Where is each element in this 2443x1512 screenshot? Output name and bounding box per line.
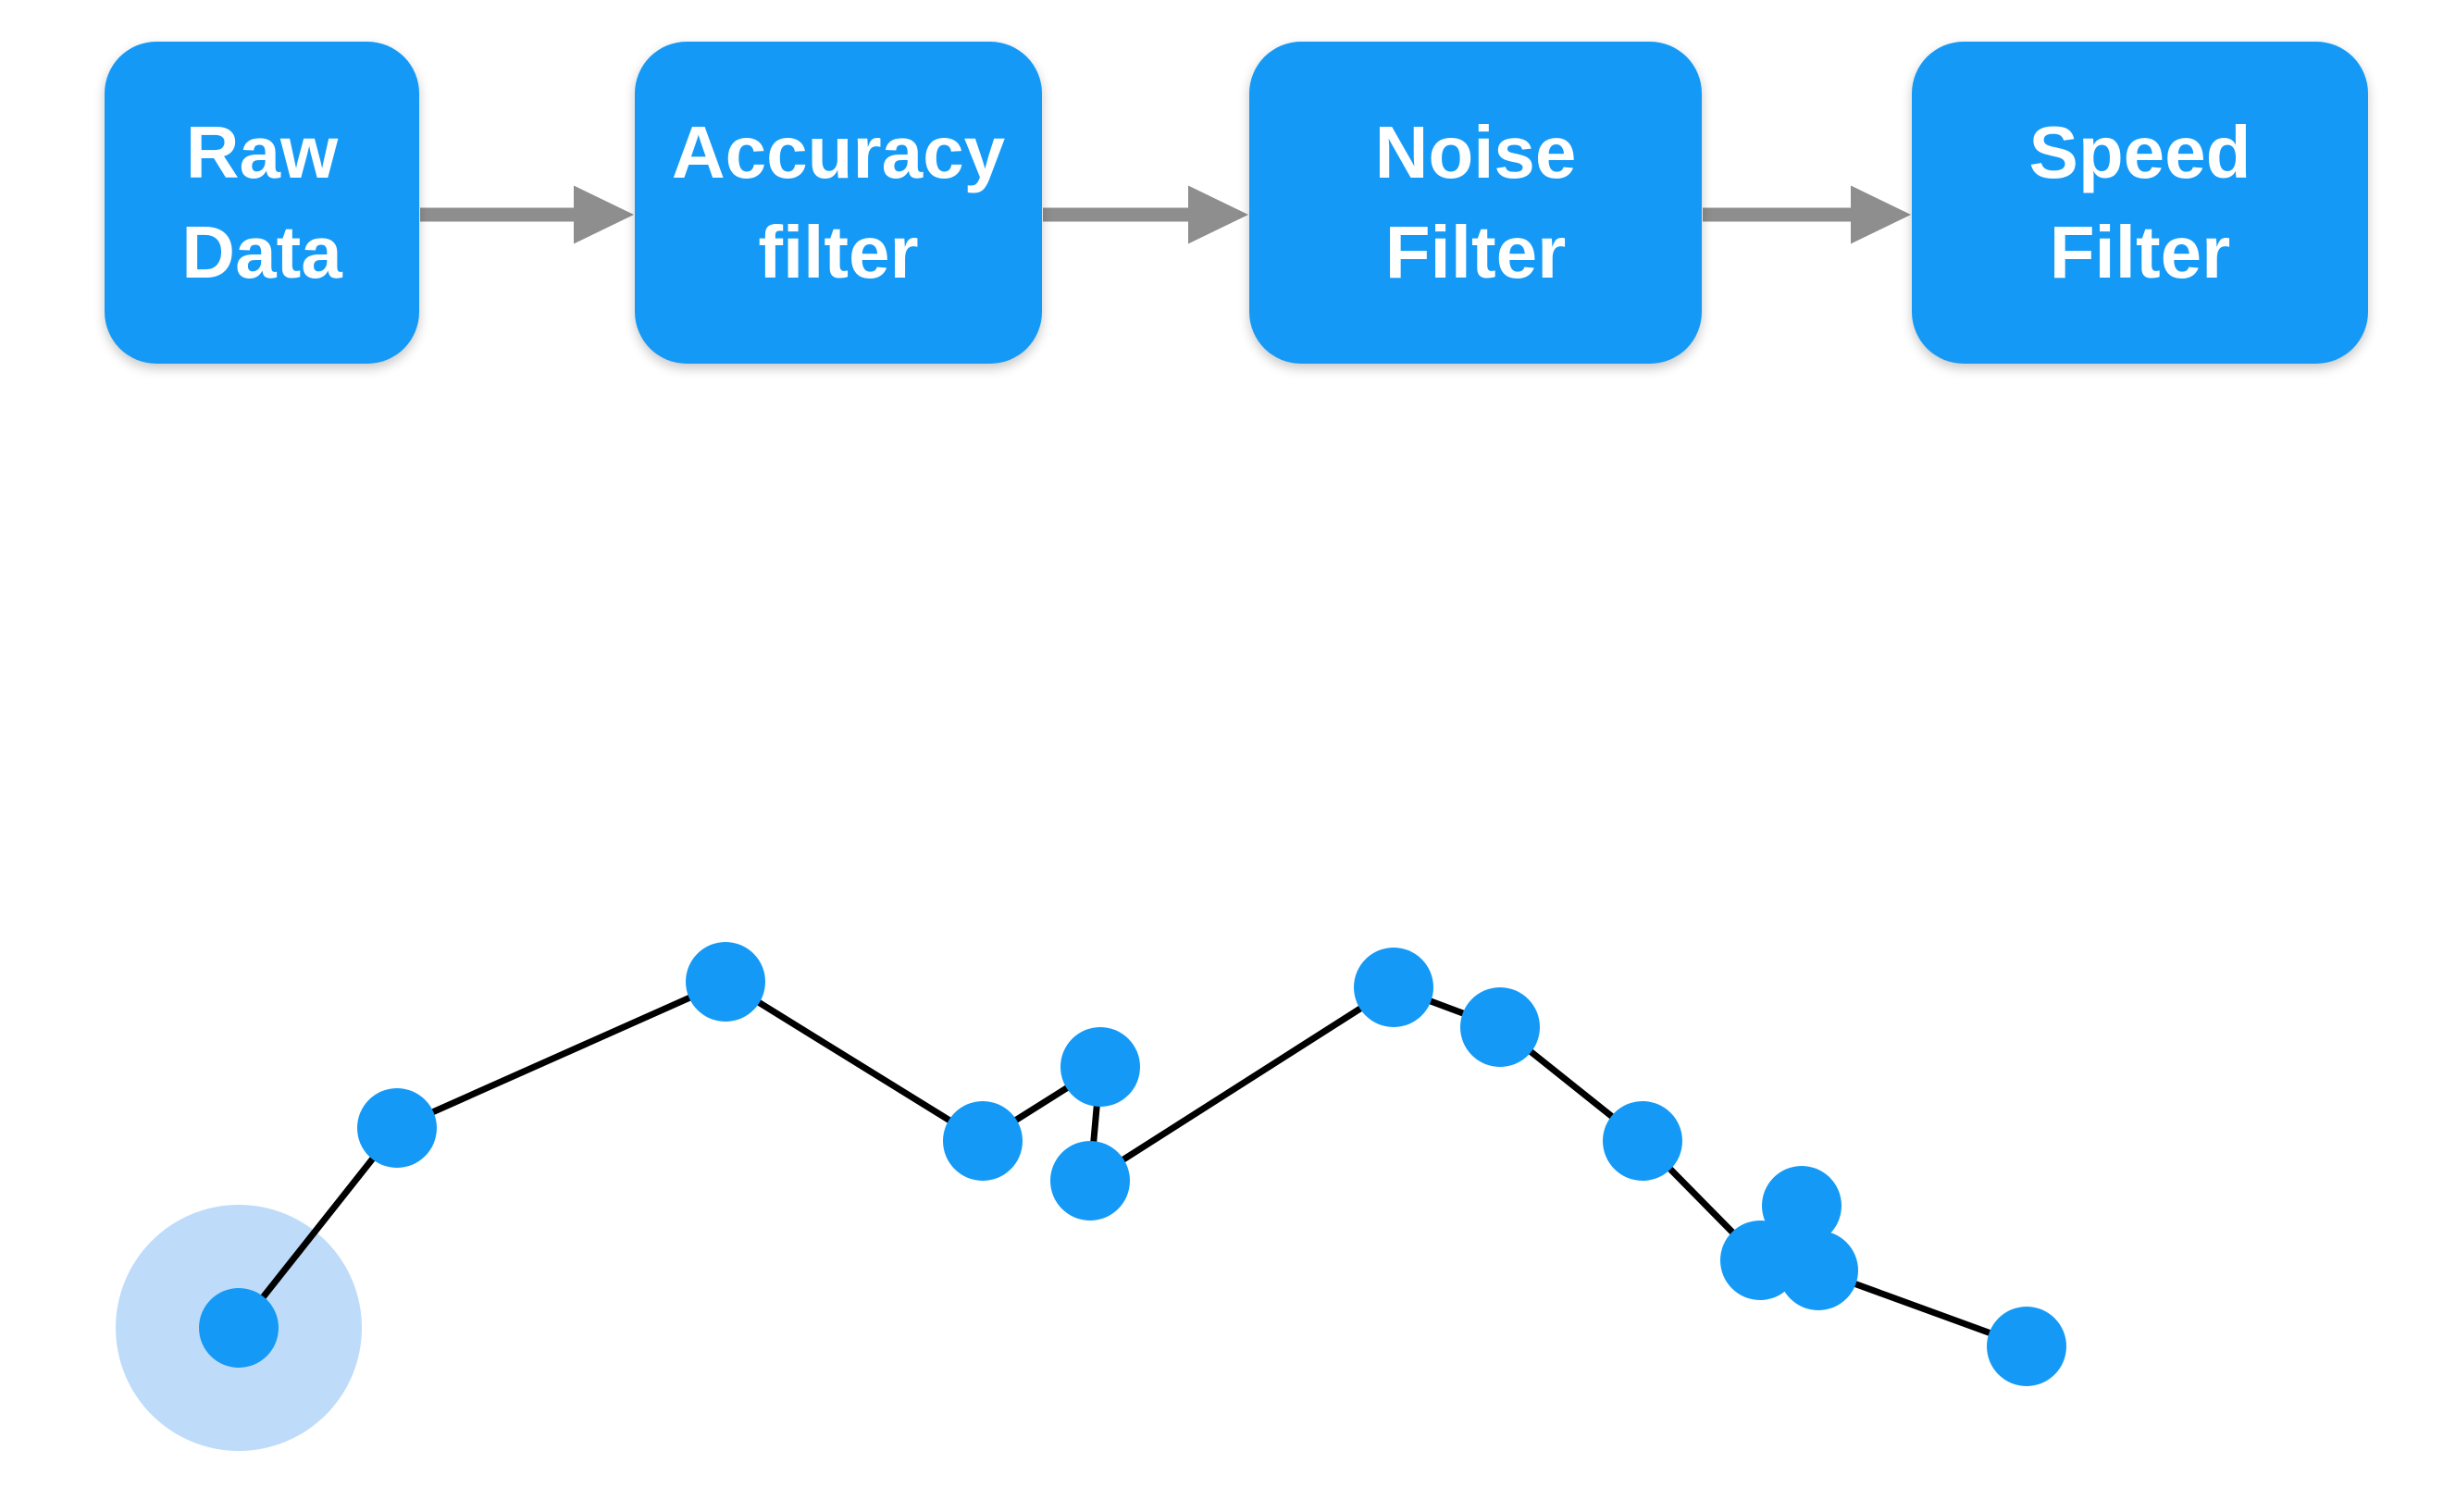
track-point bbox=[1779, 1231, 1858, 1310]
arrow-shaft bbox=[1043, 207, 1190, 222]
track-point bbox=[1987, 1307, 2066, 1386]
flow-box-speed-filter: Speed Filter bbox=[1912, 42, 2368, 364]
track-point bbox=[1762, 1166, 1842, 1246]
arrow-right-icon bbox=[1043, 185, 1248, 244]
track-point bbox=[357, 1088, 437, 1168]
track-point bbox=[1460, 987, 1540, 1067]
flow-box-label: Accuracy filter bbox=[671, 111, 1006, 293]
flow-box-noise-filter: Noise Filter bbox=[1249, 42, 1702, 364]
track-point bbox=[1050, 1141, 1130, 1221]
arrow-right-icon bbox=[1703, 185, 1911, 244]
flow-box-accuracy-filter: Accuracy filter bbox=[635, 42, 1042, 364]
flow-box-label: Speed Filter bbox=[2028, 111, 2251, 293]
arrow-head bbox=[1188, 185, 1248, 244]
track-point-highlighted bbox=[199, 1288, 279, 1368]
track-point bbox=[1354, 948, 1433, 1027]
flow-box-label: Noise Filter bbox=[1374, 111, 1577, 293]
arrow-right-icon bbox=[420, 185, 634, 244]
flow-box-label: Raw Data bbox=[181, 111, 342, 293]
track-point bbox=[1603, 1101, 1682, 1181]
flow-box-raw-data: Raw Data bbox=[105, 42, 419, 364]
arrow-head bbox=[574, 185, 634, 244]
arrow-shaft bbox=[420, 207, 576, 222]
track-point bbox=[943, 1101, 1023, 1181]
track-point bbox=[1060, 1027, 1140, 1107]
arrow-head bbox=[1851, 185, 1911, 244]
arrow-shaft bbox=[1703, 207, 1853, 222]
track-point bbox=[686, 942, 765, 1022]
